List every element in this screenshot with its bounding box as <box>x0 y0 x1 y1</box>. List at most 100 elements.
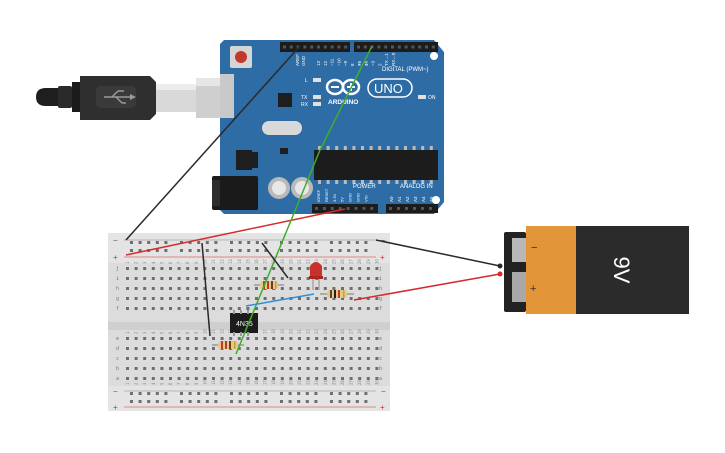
column-label: 10 <box>202 259 207 264</box>
digital-pin-label: ~3 <box>371 60 376 66</box>
power-pin-label: VIN <box>363 195 368 202</box>
column-label: 26 <box>340 380 345 385</box>
row-label: i <box>379 276 382 282</box>
analog-pin-label: A2 <box>405 196 410 202</box>
analog-pin-header[interactable] <box>386 204 438 213</box>
column-label: 7 <box>177 261 182 264</box>
blue-wire-jumper[interactable] <box>245 293 315 307</box>
battery-negative-terminal <box>512 238 526 262</box>
optocoupler-chip[interactable]: 4N35 <box>230 310 258 336</box>
column-label: 27 <box>349 329 354 334</box>
column-label: 23 <box>314 380 319 385</box>
column-label: 3 <box>142 382 147 385</box>
black-wire-jumper[interactable] <box>261 242 289 279</box>
capacitor <box>268 177 290 199</box>
column-label: 23 <box>314 329 319 334</box>
gnd-pin-label: GND <box>301 55 306 66</box>
black-wire-battery-minus[interactable] <box>375 239 501 267</box>
red-led[interactable] <box>309 262 323 290</box>
top-power-rail <box>108 233 390 263</box>
analog-pin-label: A4 <box>421 196 426 202</box>
green-wire-digital-pin[interactable] <box>235 45 373 355</box>
wires[interactable] <box>125 45 503 355</box>
reset-button[interactable] <box>230 46 252 68</box>
row-label: d <box>379 346 382 352</box>
column-label: 27 <box>349 259 354 264</box>
row-label: h <box>116 286 119 292</box>
battery-orange-body <box>526 226 578 314</box>
column-label: 6 <box>168 382 173 385</box>
column-label: 18 <box>271 380 276 385</box>
svg-text:L: L <box>305 78 308 84</box>
column-label: 22 <box>306 259 311 264</box>
column-label: 8 <box>185 261 190 264</box>
row-label: b <box>379 366 382 372</box>
column-label: 8 <box>185 382 190 385</box>
usb-symbol-icon <box>104 90 136 104</box>
column-label: 2 <box>134 382 139 385</box>
row-label: d <box>116 346 119 352</box>
digital-pin-label: 13 <box>316 60 321 66</box>
column-label: 1 <box>125 331 130 334</box>
power-pin-header[interactable] <box>312 204 378 213</box>
power-pin-label: 3.3V <box>332 193 337 202</box>
resistor[interactable] <box>212 341 244 349</box>
microcontroller-chip <box>314 146 438 184</box>
column-label: 14 <box>237 259 242 264</box>
analog-pin-label: A3 <box>413 196 418 202</box>
svg-text:RX: RX <box>301 102 309 108</box>
wire-endpoint <box>497 271 503 277</box>
row-label: g <box>379 296 382 302</box>
battery-voltage-label: 9V <box>609 257 634 284</box>
column-label: 10 <box>202 329 207 334</box>
black-wire-gnd-to-rail[interactable] <box>125 45 301 241</box>
uno-model-badge: UNO <box>367 78 413 98</box>
digital-pin-header[interactable] <box>280 42 438 52</box>
column-label: 10 <box>202 380 207 385</box>
row-label: g <box>116 296 119 302</box>
analog-pin-label: A5 <box>429 196 434 202</box>
column-label: 21 <box>297 259 302 264</box>
column-label: 13 <box>228 259 233 264</box>
battery-9v[interactable]: − + 9V <box>504 226 689 314</box>
resistor[interactable] <box>320 290 354 298</box>
column-label: 25 <box>331 329 336 334</box>
column-label: 29 <box>366 329 371 334</box>
battery-black-body <box>576 226 689 314</box>
column-label: 19 <box>280 329 285 334</box>
red-wire-5v-to-rail[interactable] <box>125 208 346 256</box>
column-label: 21 <box>297 380 302 385</box>
battery-positive-terminal <box>512 272 526 302</box>
power-pin-label: RESET <box>324 188 329 202</box>
column-label: 20 <box>288 259 293 264</box>
led-on-indicator: ON <box>418 95 436 101</box>
column-label: 15 <box>245 259 250 264</box>
column-label: 25 <box>331 380 336 385</box>
usb-cable[interactable] <box>36 76 226 120</box>
column-label: 26 <box>340 329 345 334</box>
column-label: 13 <box>228 380 233 385</box>
column-label: 30 <box>374 380 379 385</box>
digital-pin-label: 8 <box>350 63 355 66</box>
column-label: 24 <box>323 259 328 264</box>
power-pin-label: 5V <box>340 197 345 202</box>
rail-plus-label: + <box>113 253 118 262</box>
column-label: 9 <box>194 261 199 264</box>
digital-pin-label: ~5 <box>357 60 362 66</box>
column-label: 28 <box>357 329 362 334</box>
battery-minus-label: − <box>531 242 537 254</box>
column-label: 24 <box>323 329 328 334</box>
column-label: 11 <box>211 329 216 334</box>
column-label: 14 <box>237 380 242 385</box>
black-wire-jumper[interactable] <box>201 242 211 337</box>
svg-text:UNO: UNO <box>374 81 403 96</box>
column-label: 2 <box>134 261 139 264</box>
red-wire-battery-plus[interactable] <box>353 273 501 301</box>
column-label: 7 <box>177 382 182 385</box>
row-label: e <box>379 336 382 342</box>
rail-plus-label: + <box>380 253 385 262</box>
column-label: 5 <box>159 382 164 385</box>
column-label: 5 <box>159 261 164 264</box>
